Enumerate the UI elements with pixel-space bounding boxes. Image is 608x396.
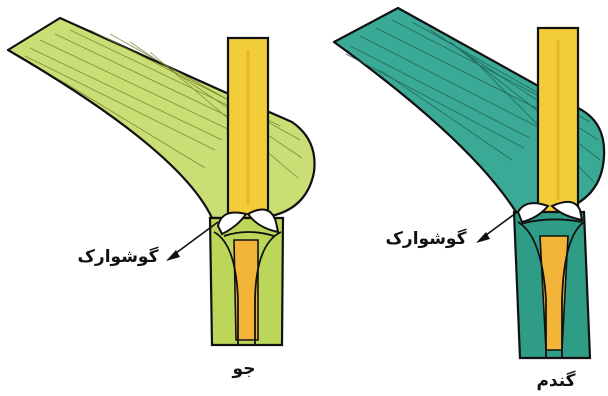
wheat-name-label: گندم (536, 370, 575, 391)
wheat-auricle-label: گوشوارک (386, 228, 467, 249)
barley-plant (8, 18, 315, 345)
barley-name-label: جو (232, 359, 256, 379)
wheat-plant (334, 8, 604, 358)
barley-auricle-label: گوشوارک (78, 246, 159, 267)
